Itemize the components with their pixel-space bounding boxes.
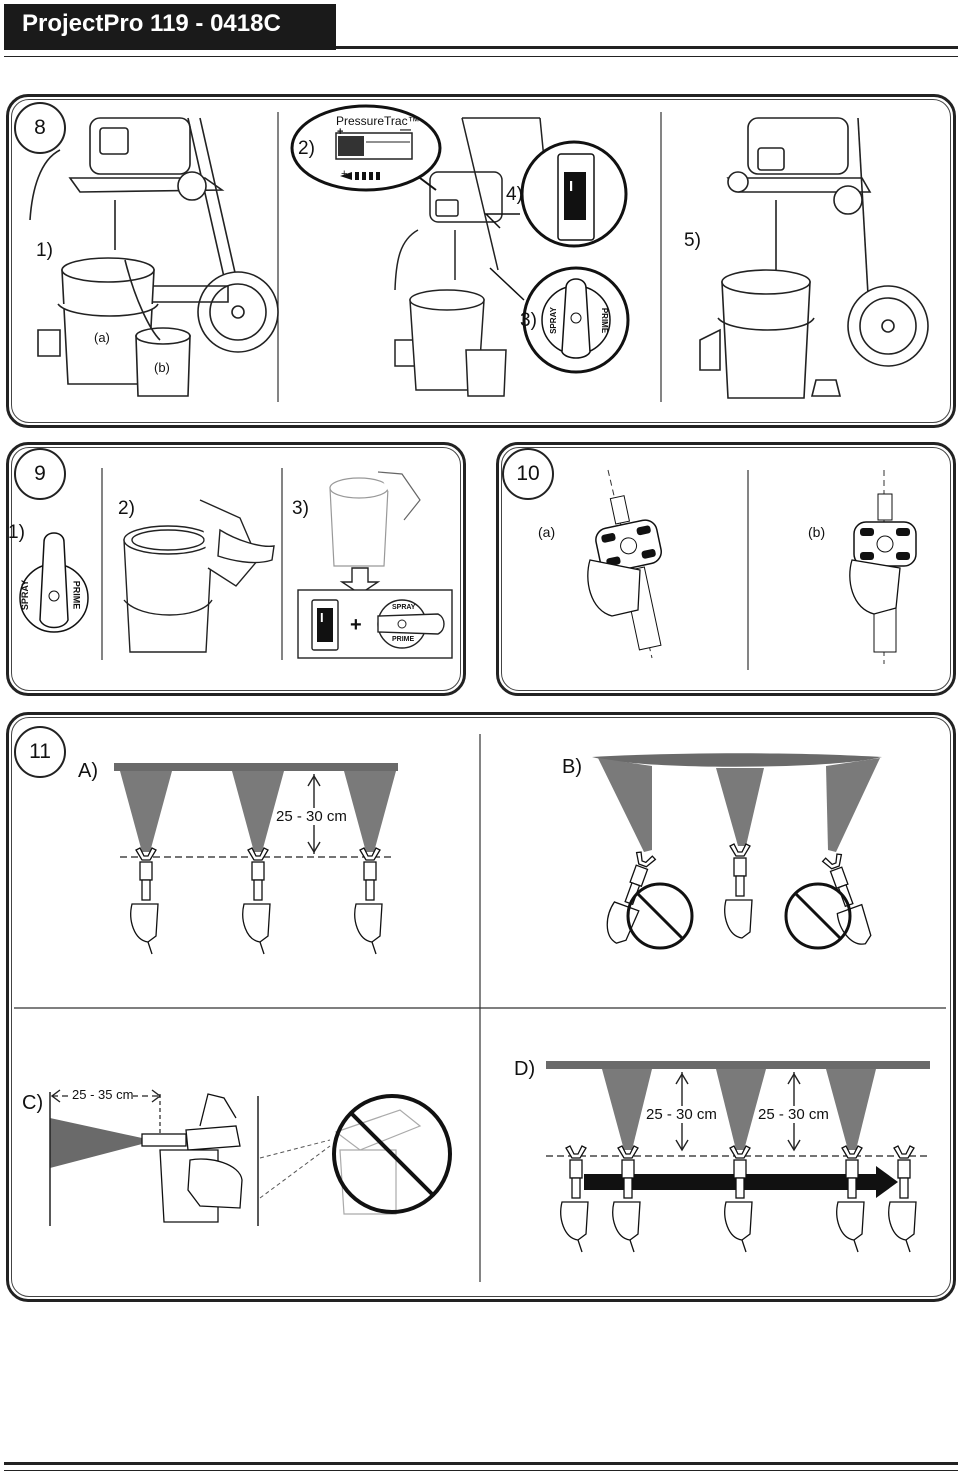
spray-cones-a: [120, 771, 396, 852]
paint-bucket-center: [409, 289, 507, 397]
s11-part-d: D): [514, 1058, 536, 1080]
s9-step-1: 1): [8, 522, 25, 543]
s8-switch-symbol: I: [569, 178, 574, 195]
s9-plus: +: [350, 614, 362, 636]
section-8-badge: 8: [14, 102, 66, 154]
section-8-panel: [6, 94, 956, 428]
s8-step-4: 4): [506, 184, 523, 205]
bucket-gun-9-2: [123, 499, 275, 653]
wall-a: [114, 763, 398, 771]
knob-9-3: [377, 599, 445, 649]
guns-d: [560, 1145, 917, 1253]
s11-part-c: C): [22, 1092, 44, 1114]
section-9-badge: 9: [14, 448, 66, 500]
sprayer-cart-5: [699, 117, 929, 397]
s9-switch-symbol: I: [320, 610, 324, 625]
paint-bucket-b: [124, 259, 191, 397]
pressuretrac-plus: +: [337, 126, 344, 138]
s10-label-b: (b): [808, 524, 826, 540]
section-9-inner: [11, 447, 461, 691]
s8-step-5: 5): [684, 230, 701, 251]
header-bar: [4, 4, 336, 50]
s9-box-spray: SPRAY: [392, 604, 416, 611]
gun-side-c: [141, 1093, 243, 1223]
s8-step-1: 1): [36, 240, 53, 261]
sprayer-cart-2: [394, 117, 549, 367]
knob-callout-8: [489, 266, 630, 374]
section-10-inner: [501, 447, 951, 691]
paint-bucket-a: [57, 257, 159, 385]
wall-b: [592, 753, 882, 767]
header-rule-thin: [4, 56, 958, 57]
knob-9: [19, 532, 89, 633]
pressuretrac-label: PressureTrac™: [336, 114, 420, 128]
pressuretrac-minus: —: [400, 124, 411, 136]
spray-cones-d: [602, 1069, 876, 1150]
prohibited-icon-c: [332, 1094, 452, 1214]
guns-a: [130, 847, 383, 955]
section-9-panel: [6, 442, 466, 696]
wall-d: [546, 1061, 930, 1069]
pressuretrac-plus-low: +: [341, 168, 348, 180]
s10-label-a: (a): [538, 524, 556, 540]
header-rule: [336, 46, 958, 49]
section-8-inner: [11, 99, 951, 423]
paint-bucket-5: [717, 269, 815, 399]
section-10-badge: 10: [502, 448, 554, 500]
footer-rule-thin: [4, 1470, 958, 1471]
bucket-gun-9-3: [329, 471, 421, 567]
section-11-badge: 11: [14, 726, 66, 778]
distance-label-c: 25 - 35 cm: [72, 1087, 134, 1102]
section-10-panel: [496, 442, 956, 696]
distance-label-d2: 25 - 30 cm: [758, 1106, 829, 1123]
switch-callout: [484, 140, 628, 248]
s9-step-3: 3): [292, 498, 309, 519]
page-title: ProjectPro 119 - 0418C: [22, 10, 281, 37]
section-11-inner: [11, 717, 951, 1297]
footer-rule: [4, 1462, 958, 1465]
prohibited-icons-b: [626, 882, 852, 950]
s8-step-3: 3): [520, 310, 537, 331]
spray-cones-b: [598, 758, 880, 852]
s11-part-b: B): [562, 756, 582, 778]
sprayer-cart-1: [29, 117, 279, 357]
s8-step-2: 2): [298, 138, 315, 159]
s8-label-b: (b): [154, 360, 170, 375]
s11-part-a: A): [78, 760, 98, 782]
distance-label-d1: 25 - 30 cm: [646, 1106, 717, 1123]
section-11-panel: [6, 712, 956, 1302]
pressuretrac-callout: [290, 104, 442, 192]
distance-label-a: 25 - 30 cm: [276, 808, 347, 825]
s9-box-prime: PRIME: [392, 636, 415, 643]
gun-side-c-wrong: [334, 1109, 422, 1215]
guns-b: [606, 843, 872, 945]
s8-label-a: (a): [94, 330, 110, 345]
spray-cone-c: [50, 1118, 142, 1168]
s9-step-2: 2): [118, 498, 135, 519]
